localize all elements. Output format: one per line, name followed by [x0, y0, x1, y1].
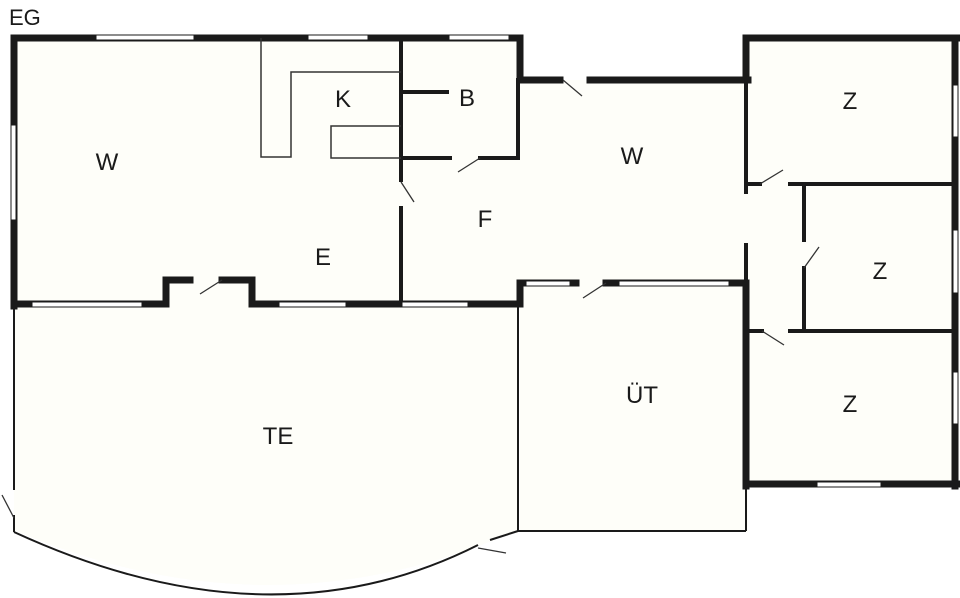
- windows: [10, 34, 959, 488]
- kitchen-counters: [260, 38, 401, 159]
- room-label-wohnen-left: W: [95, 149, 119, 176]
- room-label-essen: E: [314, 244, 332, 271]
- interior-walls: [399, 36, 957, 333]
- room-label-bad: B: [458, 85, 476, 112]
- room-label-ueberdachte-terrasse: ÜT: [626, 382, 658, 409]
- floor-fills: [14, 38, 958, 585]
- floor-label: EG: [9, 5, 41, 30]
- room-label-kueche: K: [334, 86, 352, 113]
- room-label-flur: F: [477, 206, 493, 233]
- door-swings: [1, 79, 820, 554]
- room-label-wohnen-center: W: [620, 143, 644, 170]
- room-label-terrasse: TE: [262, 423, 294, 450]
- room-label-zimmer-2: Z: [872, 258, 888, 285]
- room-label-zimmer-3: Z: [842, 391, 858, 418]
- terrace-outline: [13, 306, 747, 596]
- room-label-zimmer-1: Z: [842, 88, 858, 115]
